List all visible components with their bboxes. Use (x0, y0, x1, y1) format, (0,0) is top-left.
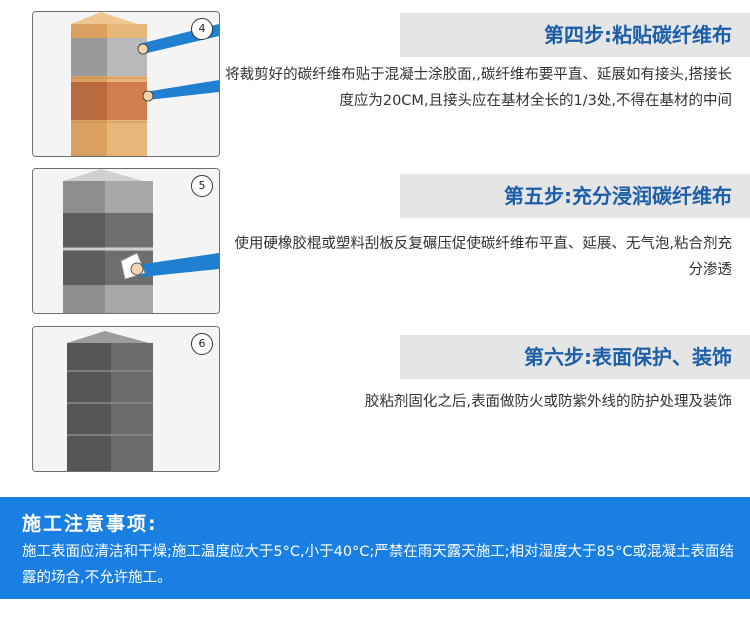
step-6-illustration: 6 (32, 326, 220, 472)
step-4-title: 第四步:粘贴碳纤维布 (544, 23, 732, 47)
step-4-title-bar: 第四步:粘贴碳纤维布 (400, 13, 750, 57)
step-number-badge: 4 (191, 18, 213, 40)
step-number-badge: 6 (191, 333, 213, 355)
step-5-illustration: 5 (32, 168, 220, 314)
step-4-description: 将裁剪好的碳纤维布贴于混凝士涂胶面,,碳纤维布要平直、延展如有接头,搭接长度应为… (225, 67, 732, 109)
step-5-description: 使用硬橡胶棍或塑料刮板反复碾压促使碳纤维布平直、延展、无气泡,粘合剂充分渗透 (234, 236, 732, 278)
step-6-title-bar: 第六步:表面保护、装饰 (400, 335, 750, 379)
notice-text: 施工表面应清洁和干燥;施工温度应大于5°C,小于40°C;严禁在雨天露天施工;相… (22, 544, 735, 586)
step-number-badge: 5 (191, 175, 213, 197)
step-6-description: 胶粘剂固化之后,表面做防火或防紫外线的防护处理及装饰 (364, 394, 732, 410)
notice-title: 施工注意事项: (22, 513, 158, 535)
step-5-title: 第五步:充分浸润碳纤维布 (504, 184, 732, 208)
step-6-title: 第六步:表面保护、装饰 (524, 345, 732, 369)
column-finished-illustration (33, 327, 219, 471)
step-5-title-bar: 第五步:充分浸润碳纤维布 (400, 174, 750, 218)
step-4-illustration: 4 (32, 11, 220, 157)
column-rolling-illustration (33, 169, 219, 313)
construction-notice-panel: 施工注意事项: 施工表面应清洁和干燥;施工温度应大于5°C,小于40°C;严禁在… (0, 497, 750, 599)
